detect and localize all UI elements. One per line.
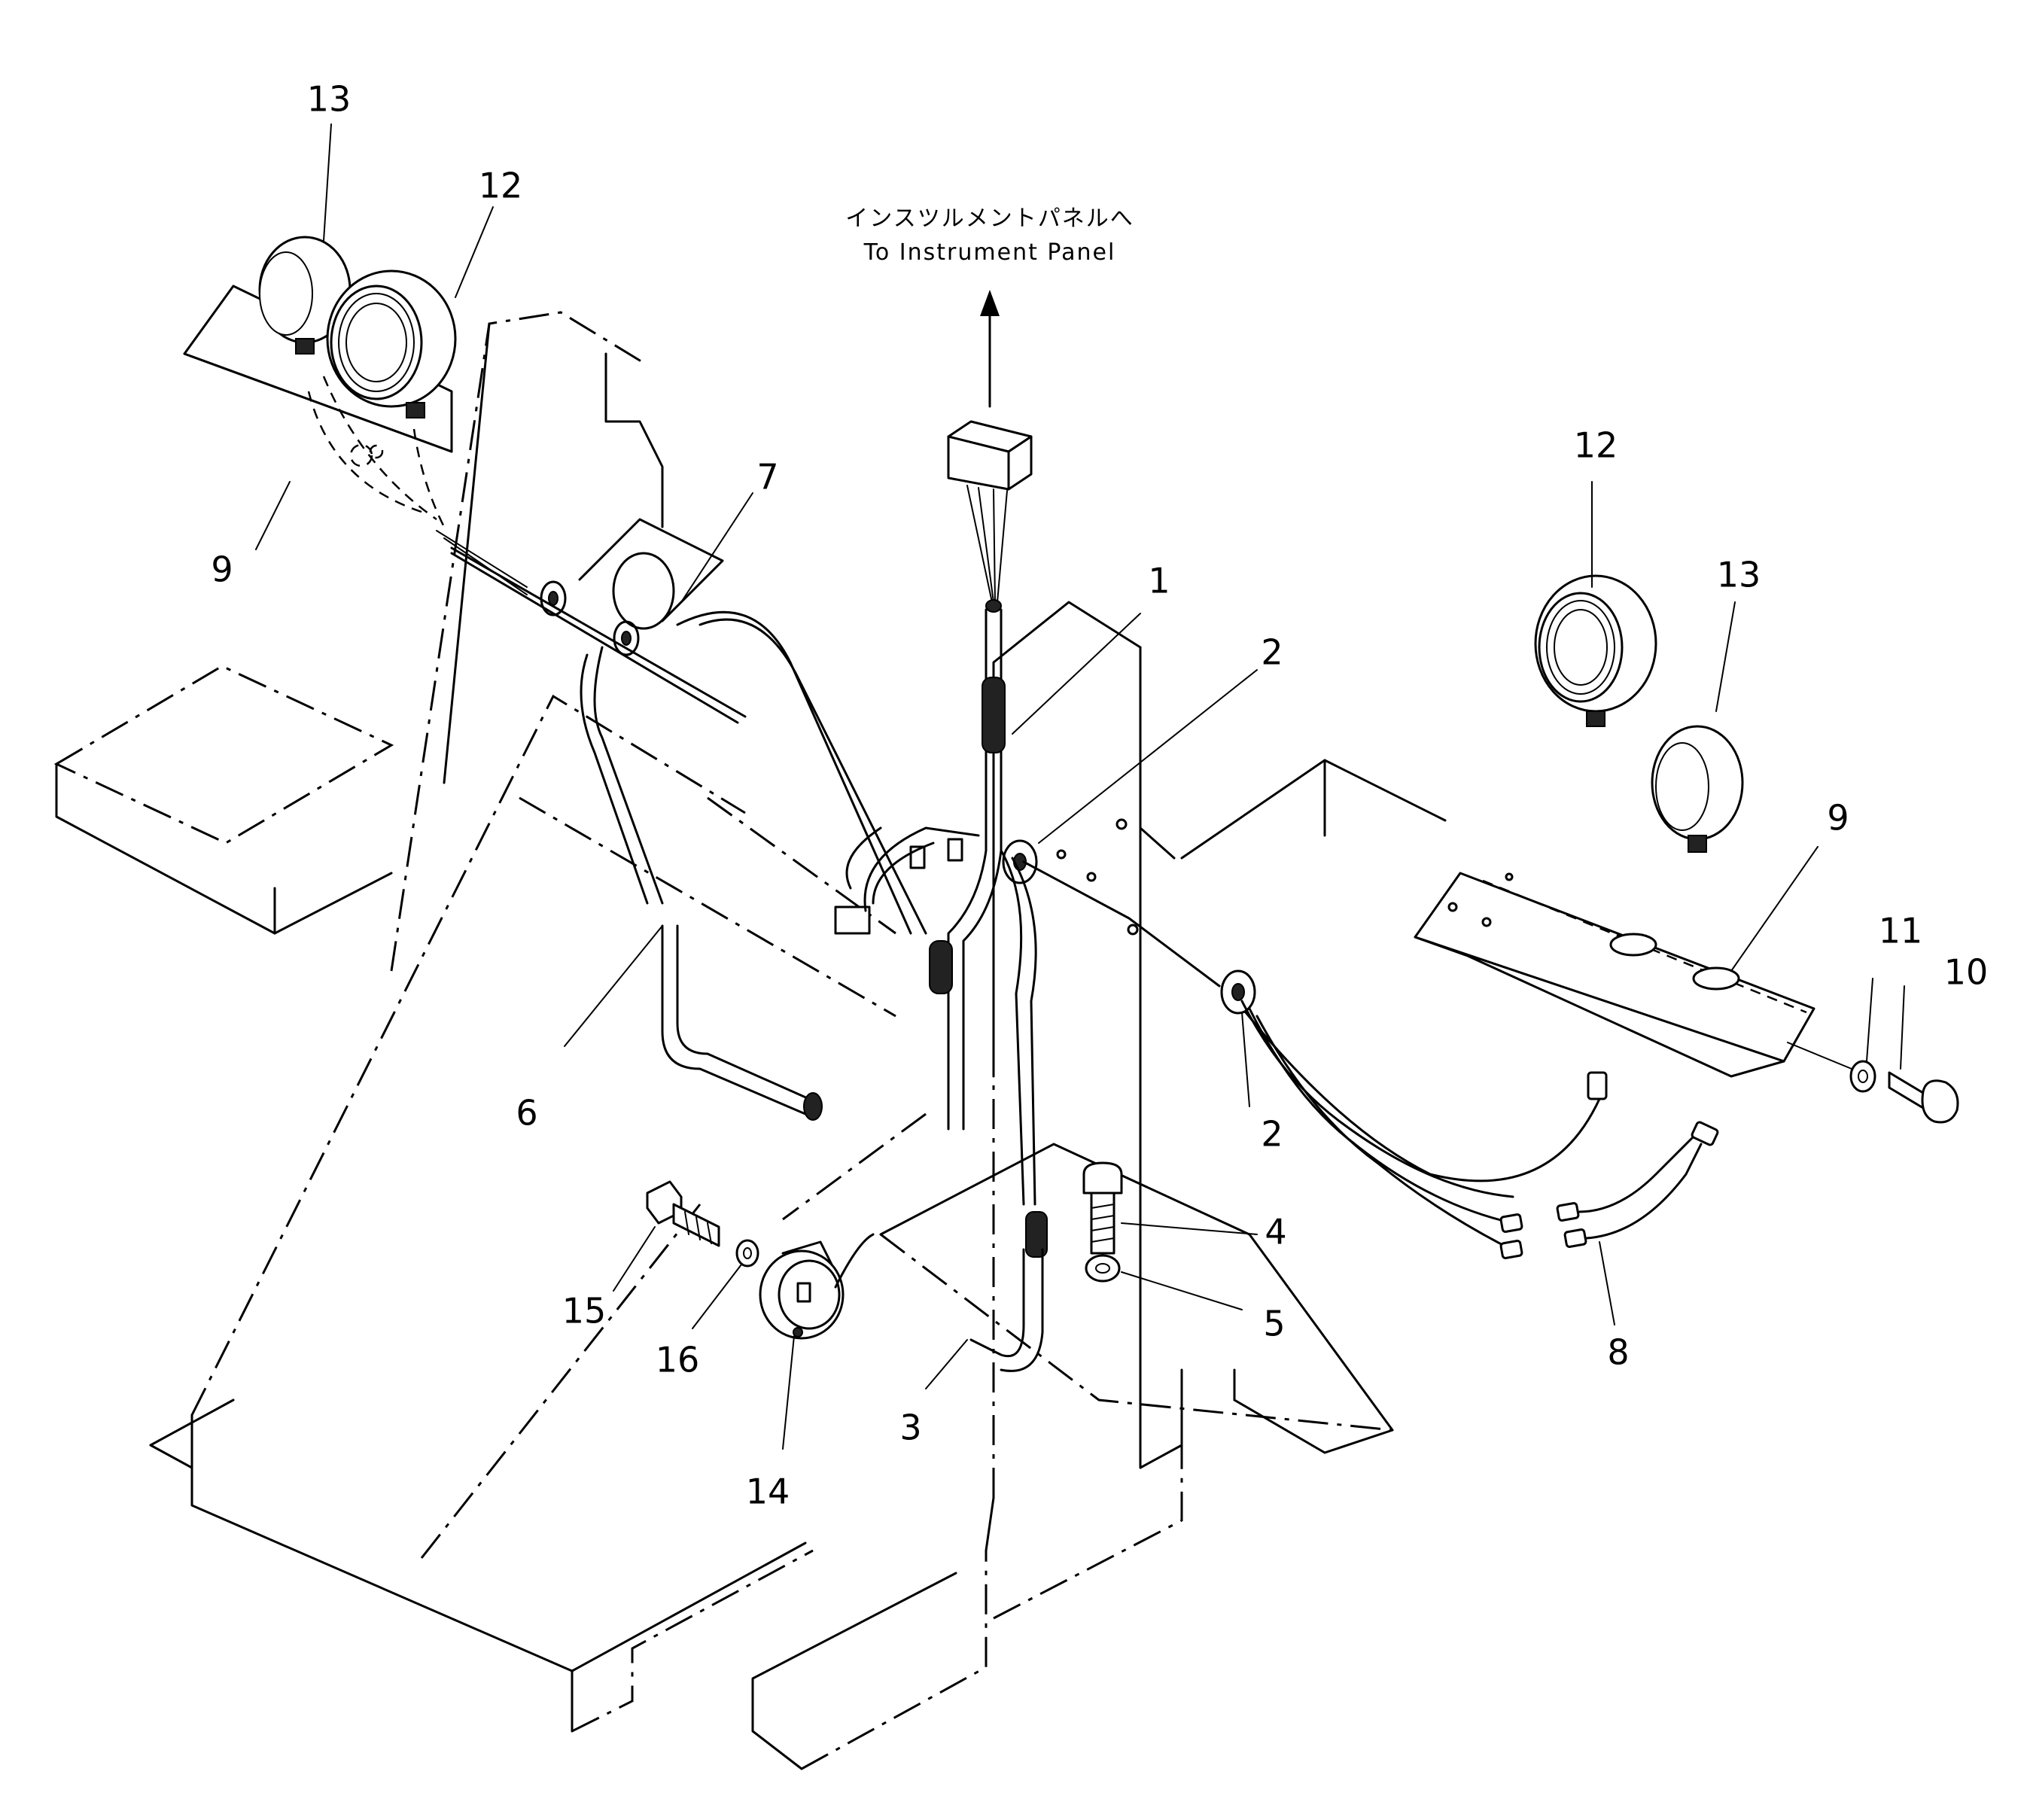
work-lamp-13-right <box>1651 725 1744 853</box>
lamp-bracket-right <box>1414 872 1852 1078</box>
callout-2-lower: 2 <box>1261 1114 1283 1155</box>
instrument-panel-connector <box>947 290 1033 613</box>
work-lamp-12-right <box>1534 574 1657 727</box>
horn <box>759 1233 875 1340</box>
wiring-harness-8 <box>1240 1000 1719 1259</box>
callout-6: 6 <box>516 1093 537 1134</box>
work-lamp-13-left <box>258 236 352 355</box>
bolt-15 <box>646 1180 720 1247</box>
callout-8: 8 <box>1607 1332 1629 1373</box>
center-connectors <box>834 818 1256 1015</box>
callout-14: 14 <box>746 1472 790 1512</box>
callout-2-upper: 2 <box>1261 632 1283 673</box>
destination-label: インスツルメントパネルへ To Instrument Panel <box>845 205 1134 266</box>
harness-grommets-left <box>436 530 747 724</box>
callout-12-left: 12 <box>479 166 523 206</box>
callout-12-right: 12 <box>1574 425 1618 466</box>
callouts: 13 12 9 7 1 2 12 13 9 11 10 6 2 4 5 8 15… <box>211 79 1988 1512</box>
callout-9-right: 9 <box>1827 798 1849 838</box>
leader-lines <box>255 123 1905 1450</box>
harness-connector-end <box>803 1092 823 1121</box>
callout-3: 3 <box>899 1408 921 1448</box>
destination-label-ja: インスツルメントパネルへ <box>845 205 1134 232</box>
lamp-bracket-left <box>183 285 453 528</box>
washer-5 <box>1085 1254 1121 1283</box>
destination-label-en: To Instrument Panel <box>863 239 1116 266</box>
bolt-4 <box>1082 1161 1123 1255</box>
callout-1: 1 <box>1148 561 1170 601</box>
frame-structure <box>53 311 1447 1770</box>
washer-16 <box>735 1239 759 1268</box>
main-harness-1 <box>929 608 1048 1372</box>
washer-11 <box>1849 1060 1876 1093</box>
callout-15: 15 <box>562 1291 607 1332</box>
cover-plate-7 <box>578 518 724 630</box>
callout-5: 5 <box>1263 1304 1285 1344</box>
callout-13-right: 13 <box>1717 555 1761 595</box>
callout-13-left: 13 <box>307 79 352 120</box>
callout-4: 4 <box>1265 1212 1286 1252</box>
callout-7: 7 <box>756 457 778 498</box>
bolt-10 <box>1888 1071 1959 1124</box>
wiring-harness-6 <box>580 610 927 1121</box>
callout-9-left: 9 <box>211 549 233 590</box>
work-lamp-12-left <box>326 269 457 418</box>
callout-16: 16 <box>656 1340 700 1380</box>
callout-11: 11 <box>1879 911 1923 951</box>
callout-10: 10 <box>1944 952 1989 993</box>
harness-connector-block <box>834 905 871 935</box>
